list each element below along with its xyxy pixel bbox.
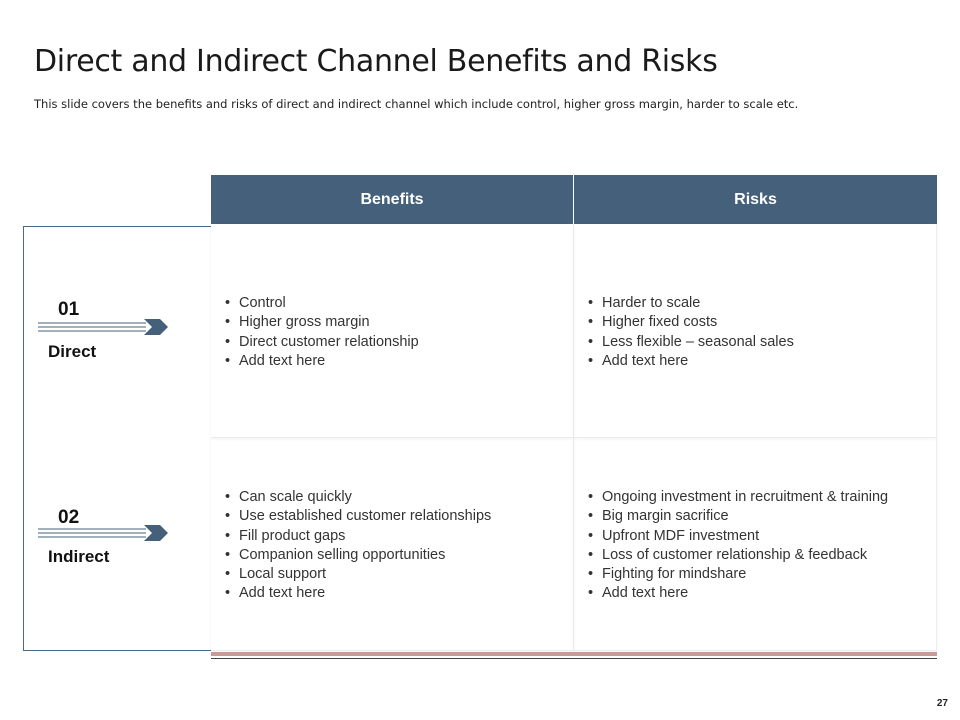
list-item: Loss of customer relationship & feedback: [588, 546, 928, 566]
header-risks: Risks: [574, 175, 937, 224]
list-direct-benefits: Control Higher gross margin Direct custo…: [225, 294, 565, 371]
list-item: Direct customer relationship: [225, 333, 565, 353]
row-label-direct: Direct: [48, 342, 97, 361]
header-benefits: Benefits: [211, 175, 573, 224]
row-number-direct: 01: [58, 299, 80, 320]
arrow-right-icon: [38, 319, 168, 335]
list-item: Upfront MDF investment: [588, 527, 928, 547]
row-number-indirect: 02: [58, 507, 80, 528]
cell-indirect-risks: Ongoing investment in recruitment & trai…: [574, 438, 937, 651]
cell-direct-risks: Harder to scale Higher fixed costs Less …: [574, 224, 937, 438]
cell-indirect-benefits: Can scale quickly Use established custom…: [211, 438, 574, 651]
list-item: Higher gross margin: [225, 313, 565, 333]
list-direct-risks: Harder to scale Higher fixed costs Less …: [588, 294, 928, 371]
list-item: Use established customer relationships: [225, 507, 565, 527]
list-item: Add text here: [588, 584, 928, 604]
list-indirect-risks: Ongoing investment in recruitment & trai…: [588, 488, 928, 604]
arrow-right-icon: [38, 525, 168, 541]
slide-subtitle: This slide covers the benefits and risks…: [34, 97, 799, 111]
list-item: Can scale quickly: [225, 488, 565, 508]
list-item: Local support: [225, 565, 565, 585]
list-item: Fighting for mindshare: [588, 565, 928, 585]
list-item: Add text here: [225, 584, 565, 604]
list-item: Control: [225, 294, 565, 314]
slide-title: Direct and Indirect Channel Benefits and…: [34, 44, 718, 79]
list-item: Fill product gaps: [225, 527, 565, 547]
list-item: Ongoing investment in recruitment & trai…: [588, 488, 928, 508]
list-item: Big margin sacrifice: [588, 507, 928, 527]
accent-divider-thin: [211, 658, 937, 659]
list-item: Add text here: [588, 352, 928, 372]
list-indirect-benefits: Can scale quickly Use established custom…: [225, 488, 565, 604]
list-item: Add text here: [225, 352, 565, 372]
list-item: Harder to scale: [588, 294, 928, 314]
list-item: Less flexible – seasonal sales: [588, 333, 928, 353]
list-item: Companion selling opportunities: [225, 546, 565, 566]
list-item: Higher fixed costs: [588, 313, 928, 333]
row-label-frame: [23, 226, 211, 651]
accent-divider: [211, 652, 937, 656]
cell-direct-benefits: Control Higher gross margin Direct custo…: [211, 224, 574, 438]
header-divider: [573, 175, 574, 224]
row-label-indirect: Indirect: [48, 547, 110, 566]
page-number: 27: [936, 698, 948, 709]
